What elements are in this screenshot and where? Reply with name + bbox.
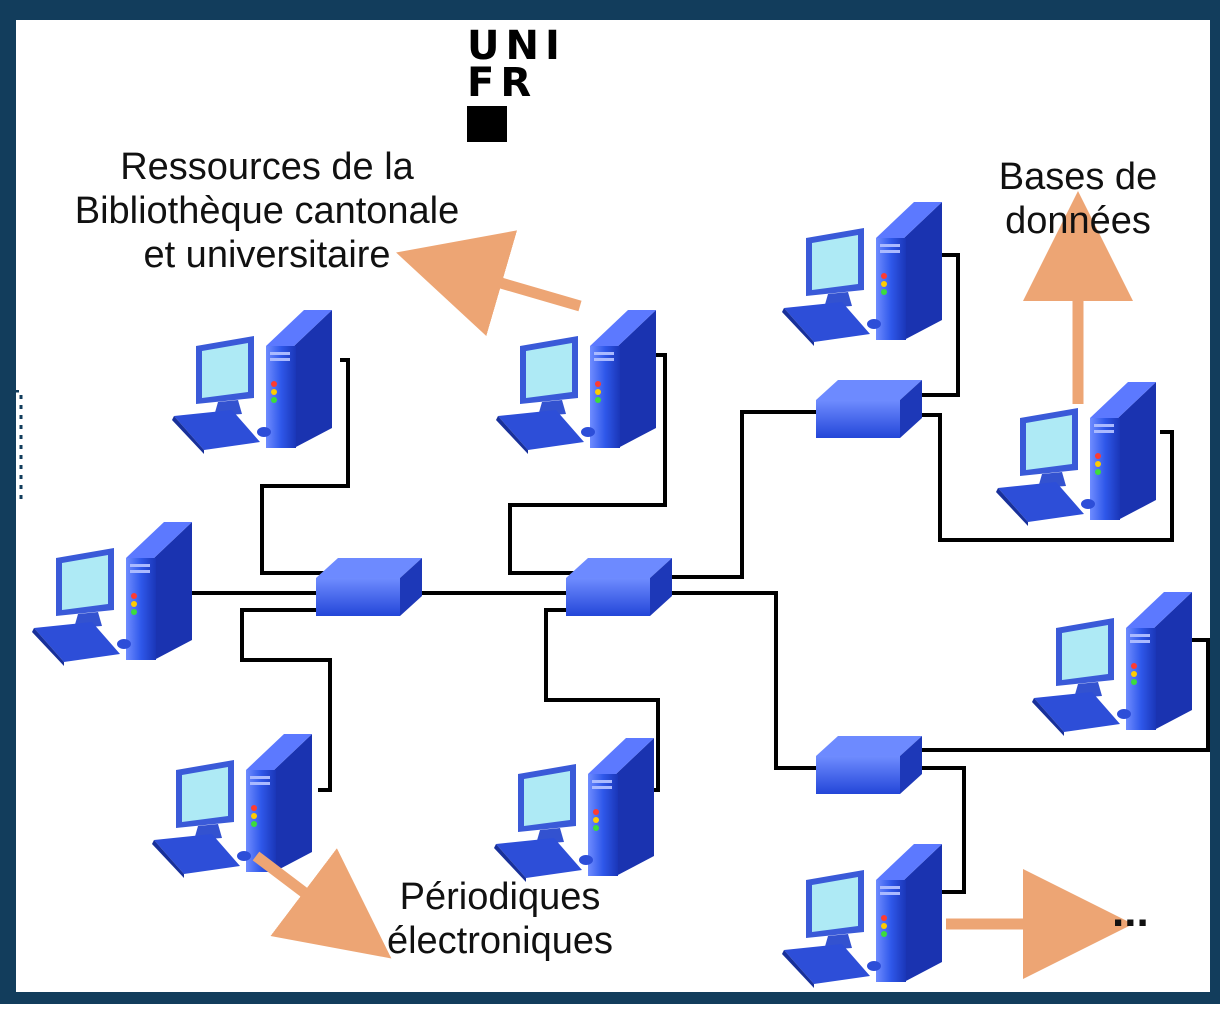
unifr-logo: UNI FR: [467, 23, 566, 142]
cable-hub3-pc-topright: [920, 253, 960, 397]
network-hub-4: [816, 736, 922, 794]
cable-network: [192, 253, 1210, 894]
cable-hub4-pc-bottomright: [920, 766, 966, 894]
computer-top-middle: [496, 310, 656, 454]
label-line: et universitaire: [143, 234, 391, 276]
computer-bottom-middle: [494, 738, 654, 882]
cable-hub4-pc-right: [920, 638, 1210, 752]
computer-top-right: [782, 202, 942, 346]
slide-edge-dotted-marker: [4, 390, 23, 501]
logo-line-1: UNI: [467, 23, 566, 69]
label-line: Périodiques: [399, 876, 601, 918]
computer-bottom-left: [152, 734, 312, 878]
computer-right: [1032, 592, 1192, 736]
cable-hub2-pc-bottommid: [544, 608, 660, 792]
cable-hub1-pc-bottomleft: [240, 608, 332, 792]
computer-bottom-right: [782, 844, 942, 988]
cable-hub2-hub3: [668, 410, 816, 579]
label-databases: Bases de données: [948, 155, 1208, 243]
label-more-ellipsis: ...: [1112, 887, 1149, 936]
label-library-resources: Ressources de la Bibliothèque cantonale …: [22, 145, 512, 277]
network-hub-2: [566, 558, 672, 616]
computer-left: [32, 522, 192, 666]
label-line: Ressources de la: [120, 146, 414, 188]
cable-hub2-hub4: [770, 591, 820, 770]
logo-line-2: FR: [467, 60, 538, 106]
arrow-to-resources: [396, 230, 582, 337]
logo-square: [467, 106, 507, 142]
label-line: Bases de: [998, 156, 1158, 198]
cable-hub2-pc-topmid: [508, 353, 667, 575]
label-line: Bibliothèque cantonale: [74, 190, 460, 232]
cable-hub3-pc-db: [920, 413, 1174, 542]
label-line: électroniques: [386, 920, 614, 962]
label-electronic-periodicals: Périodiques électroniques: [320, 875, 680, 963]
computer-top-left: [172, 310, 332, 454]
label-line: données: [1005, 200, 1151, 242]
cable-hub1-pc-topleft: [260, 358, 350, 575]
arrow-to-periodicals: [252, 848, 392, 959]
network-hub-1: [316, 558, 422, 616]
network-hub-3: [816, 380, 922, 438]
